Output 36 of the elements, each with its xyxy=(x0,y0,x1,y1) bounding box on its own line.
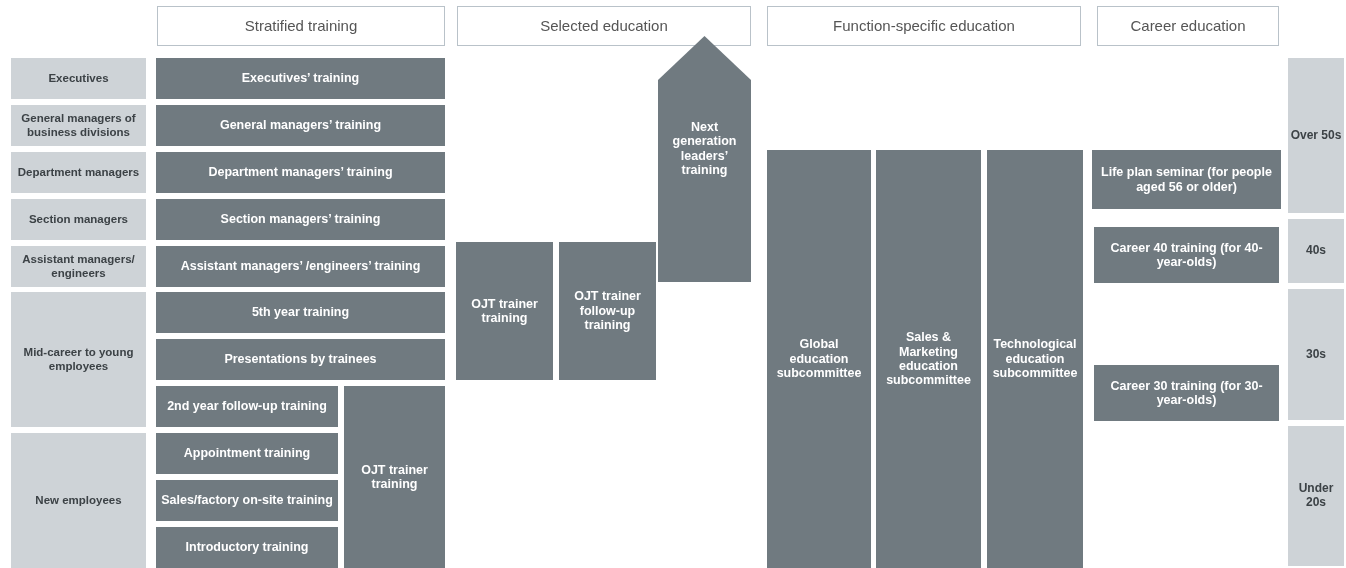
training-box: 5th year training xyxy=(156,292,445,333)
column-header: Stratified training xyxy=(157,6,445,46)
subcommittee-box: Technological education subcommittee xyxy=(987,150,1083,568)
training-box: General managers’ training xyxy=(156,105,445,146)
rank-label: Assistant managers/ engineers xyxy=(11,246,146,287)
rank-label: Mid-career to young employees xyxy=(11,292,146,427)
rank-label: Section managers xyxy=(11,199,146,240)
column-header: Selected education xyxy=(457,6,751,46)
training-box: Section managers’ training xyxy=(156,199,445,240)
training-box: Presentations by trainees xyxy=(156,339,445,380)
training-box: Executives’ training xyxy=(156,58,445,99)
training-box: OJT trainer training xyxy=(344,386,445,568)
column-header: Function-specific education xyxy=(767,6,1081,46)
training-box: OJT trainer training xyxy=(456,242,553,380)
subcommittee-box: Sales & Marketing education subcommittee xyxy=(876,150,981,568)
training-box: Sales/factory on-site training xyxy=(156,480,338,521)
training-box: Assistant managers’ /engineers’ training xyxy=(156,246,445,287)
training-box: Department managers’ training xyxy=(156,152,445,193)
age-band: 40s xyxy=(1288,219,1344,283)
training-box: Life plan seminar (for people aged 56 or older) xyxy=(1092,150,1281,209)
age-band: Over 50s xyxy=(1288,58,1344,213)
training-box: Career 40 training (for 40-year-olds) xyxy=(1094,227,1279,283)
training-box: Career 30 training (for 30-year-olds) xyxy=(1094,365,1279,421)
training-box: 2nd year follow-up training xyxy=(156,386,338,427)
age-band: Under 20s xyxy=(1288,426,1344,566)
rank-label: Executives xyxy=(11,58,146,99)
pentagon-arrow-box: Next generation leaders’ training xyxy=(658,36,751,282)
column-header: Career education xyxy=(1097,6,1279,46)
training-box: Appointment training xyxy=(156,433,338,474)
rank-label: Department managers xyxy=(11,152,146,193)
training-box: Introductory training xyxy=(156,527,338,568)
training-box: OJT trainer follow-up training xyxy=(559,242,656,380)
rank-label: New employees xyxy=(11,433,146,568)
subcommittee-box: Global education subcommittee xyxy=(767,150,871,568)
rank-label: General managers of business divisions xyxy=(11,105,146,146)
age-band: 30s xyxy=(1288,289,1344,420)
